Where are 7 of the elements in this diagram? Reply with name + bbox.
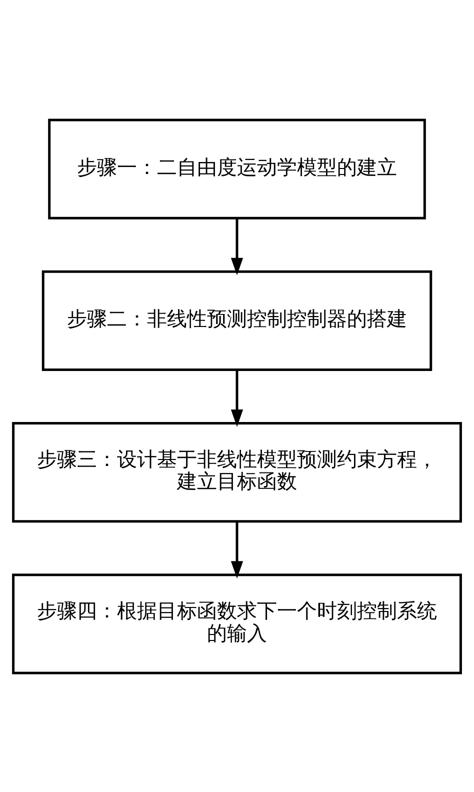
- arrow: [230, 218, 244, 275]
- arrow: [230, 521, 244, 578]
- node-box: 步骤一：二自由度运动学模型的建立: [48, 118, 426, 219]
- node-box: 步骤四：根据目标函数求下一个时刻控制系统的输入: [12, 573, 462, 674]
- arrow: [230, 369, 244, 426]
- node-box: 步骤二：非线性预测控制控制器的搭建: [42, 270, 432, 371]
- node-box: 步骤三：设计基于非线性模型预测约束方程，建立目标函数: [12, 421, 462, 522]
